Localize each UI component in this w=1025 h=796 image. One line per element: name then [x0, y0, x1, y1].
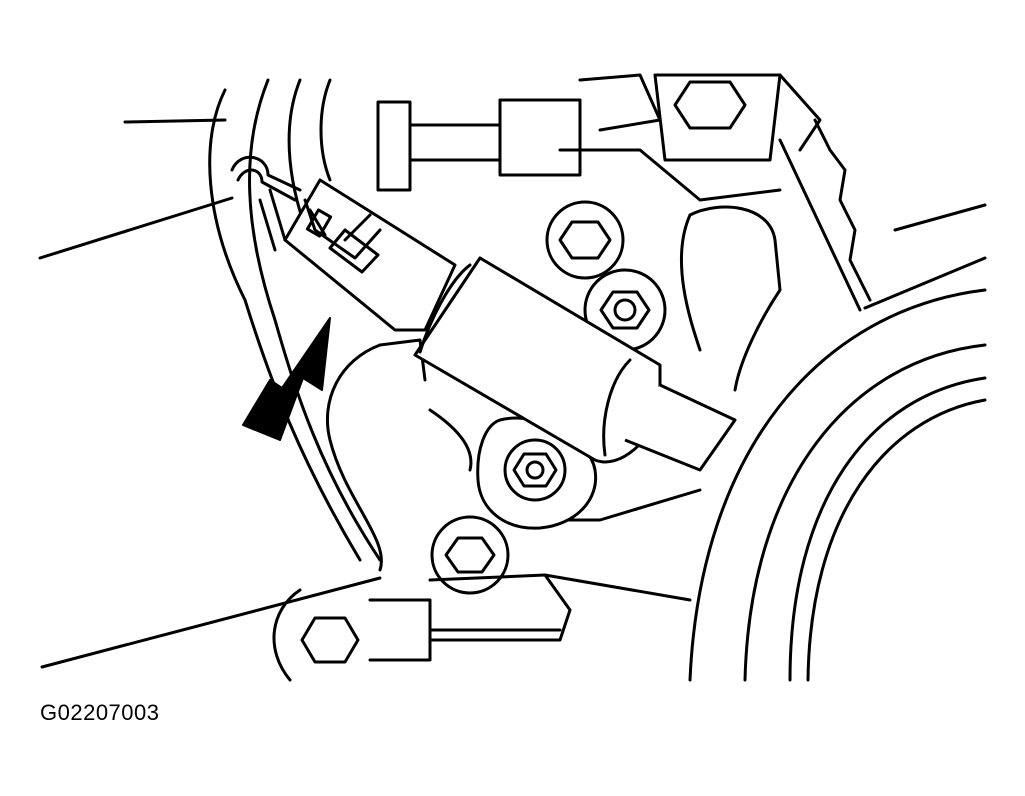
coolant-pipe — [679, 205, 782, 392]
sensor-connector — [283, 178, 457, 332]
callout-arrow-icon — [242, 317, 331, 441]
upper-bracket — [376, 73, 872, 312]
hex-bolt-sensor — [512, 452, 558, 488]
hex-bolt-upper — [558, 220, 612, 260]
hex-bolt-top — [673, 80, 747, 130]
sensor-ear — [476, 416, 598, 530]
figure-code-label: G02207003 — [40, 700, 160, 725]
lower-mounts — [272, 200, 692, 682]
engine-sensor-illustration — [38, 73, 987, 682]
hex-bolt-bottom-left — [300, 616, 360, 664]
hose-loop — [208, 78, 382, 562]
sensor-body — [413, 256, 737, 472]
hex-bolt-middle — [599, 290, 651, 330]
background-lines — [38, 118, 987, 669]
hex-bolt-lower — [444, 536, 496, 574]
pulley — [688, 288, 987, 682]
sensor-wire — [230, 155, 302, 252]
